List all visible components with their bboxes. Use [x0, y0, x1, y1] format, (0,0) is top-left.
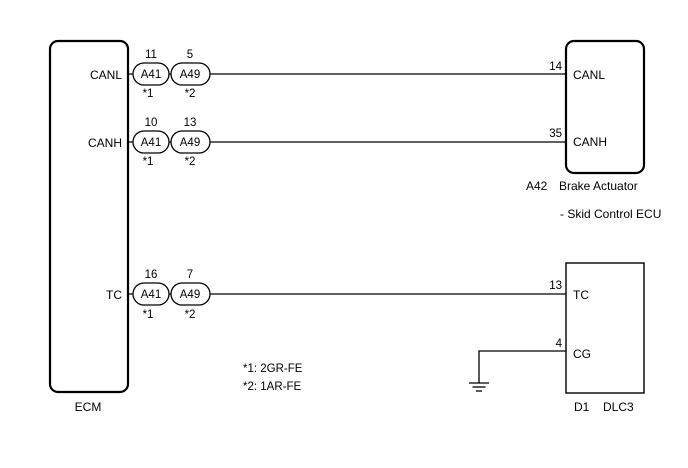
canh-note-2: *2 [185, 156, 196, 168]
canl-a49-connector [170, 62, 211, 86]
canh-a41-label: A41 [141, 137, 161, 149]
canh-far-pin: 35 [549, 128, 562, 140]
canl-note-2: *2 [185, 88, 196, 100]
tc-note-1: *1 [143, 309, 154, 321]
canh-a49-label: A49 [180, 137, 200, 149]
canl-a41-connector [132, 62, 170, 86]
canh-a41-pin: 10 [145, 117, 158, 129]
canl-a49-label: A49 [180, 69, 200, 81]
brake-actuator-subtitle: - Skid Control ECU [560, 207, 661, 221]
ecm-terminal-canl: CANL [90, 68, 122, 82]
brake-actuator-terminal-canh: CANH [573, 135, 607, 149]
dlc3-box [565, 262, 645, 394]
tc-a41-pin: 16 [145, 269, 158, 281]
dlc3-terminal-cg: CG [573, 347, 591, 361]
brake-actuator-box [564, 39, 646, 175]
tc-a49-pin: 7 [187, 269, 193, 281]
legend-note-1: *1: 2GR-FE [243, 363, 303, 375]
tc-circuit: A41 A49 16 7 *1 *2 13 [128, 269, 566, 321]
canl-circuit: A41 A49 11 5 *1 *2 14 [128, 49, 566, 100]
ecm-terminal-canh: CANH [88, 136, 122, 150]
canl-a41-pin: 11 [145, 49, 157, 61]
tc-a49-connector [170, 282, 211, 306]
canh-a49-connector [170, 130, 211, 154]
canl-note-1: *1 [143, 88, 154, 100]
cg-far-pin: 4 [556, 338, 563, 350]
dlc3-terminal-tc: TC [573, 288, 589, 302]
tc-note-2: *2 [185, 309, 196, 321]
canl-a41-label: A41 [141, 69, 161, 81]
tc-far-pin: 13 [549, 280, 562, 292]
canl-a49-pin: 5 [187, 49, 193, 61]
dlc3-code: D1 [574, 400, 590, 414]
dlc3-name: DLC3 [603, 400, 634, 414]
ground-icon [469, 382, 489, 392]
brake-actuator-code: A42 [526, 179, 548, 193]
canh-note-1: *1 [143, 156, 154, 168]
legend-note-2: *2: 1AR-FE [243, 381, 301, 393]
canh-a49-pin: 13 [184, 117, 197, 129]
tc-a49-label: A49 [180, 289, 200, 301]
ecm-label: ECM [75, 400, 102, 414]
canh-circuit: A41 A49 10 13 *1 *2 35 [128, 117, 566, 168]
brake-actuator-terminal-canl: CANL [573, 68, 605, 82]
cg-wire [478, 350, 566, 383]
tc-a41-connector [132, 282, 170, 306]
ecm-box [48, 39, 130, 394]
ecm-terminal-tc: TC [106, 288, 122, 302]
canl-far-pin: 14 [549, 61, 562, 73]
tc-a41-label: A41 [141, 289, 161, 301]
brake-actuator-name: Brake Actuator [559, 179, 638, 193]
cg-ground-circuit: 4 [469, 338, 566, 392]
canh-a41-connector [132, 130, 170, 154]
